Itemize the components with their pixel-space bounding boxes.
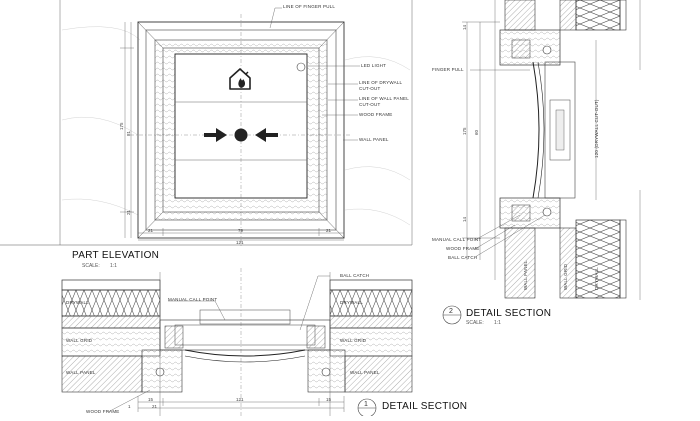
- section-1-title: DETAIL SECTION: [382, 401, 468, 412]
- callout-wood-frame: WOOD FRAME: [359, 112, 393, 117]
- house-fire-icon: [229, 68, 251, 90]
- section-2-scale-label: SCALE:: [466, 320, 484, 326]
- callout-wall-grid-2: WALL GRID: [563, 263, 568, 290]
- dim-21-left: 21: [148, 228, 154, 233]
- callout-wall-panel: WALL PANEL: [359, 137, 389, 142]
- callout-wall-grid-right: WALL GRID: [340, 338, 367, 343]
- dim-60-section2: 60: [474, 129, 479, 135]
- section-1-number: 1: [364, 401, 368, 408]
- callout-finger-pull-line: LINE OF FINGER PULL: [283, 4, 336, 9]
- part-elevation-scale-label: SCALE:: [82, 263, 100, 269]
- section-2-title: DETAIL SECTION: [466, 308, 552, 319]
- led-light-icon: [296, 62, 306, 72]
- callout-manual-call-point-1: MANUAL CALL POINT: [168, 297, 218, 302]
- callout-drywall-2: DRYWALL: [594, 267, 599, 290]
- dim-21-vertical: 21: [126, 209, 131, 215]
- callout-led-light: LED LIGHT: [361, 63, 387, 68]
- dim-121-section1: 121: [236, 397, 244, 402]
- dim-14-bottom: 14: [462, 216, 467, 222]
- callout-wall-panel-left: WALL PANEL: [66, 370, 96, 375]
- callout-ball-catch-2: BALL CATCH: [448, 255, 478, 260]
- dim-21-right: 21: [326, 228, 332, 233]
- part-elevation: [0, 0, 413, 248]
- callout-wall-panel-right: WALL PANEL: [350, 370, 380, 375]
- callout-wall-panel-cutout: LINE OF WALL PANEL CUT-OUT: [359, 96, 409, 107]
- dim-14-top: 14: [462, 24, 467, 30]
- dim-1: 1: [128, 404, 131, 409]
- detail-section-2-drawing: [462, 0, 641, 300]
- callout-drywall-right: DRYWALL: [340, 300, 363, 305]
- callout-wall-panel-2: WALL PANEL: [523, 260, 528, 290]
- detail-section-1-drawing: [61, 268, 413, 416]
- dot-icon: [234, 128, 248, 142]
- part-elevation-scale-value: 1:1: [110, 263, 117, 269]
- section-2-scale-value: 1:1: [494, 320, 501, 326]
- dim-79: 79: [238, 228, 244, 233]
- dim-15-right: 15: [326, 397, 332, 402]
- callout-wood-frame-1: WOOD FRAME: [86, 409, 120, 414]
- callout-drywall-cutout: LINE OF DRYWALL CUT-OUT: [359, 80, 403, 91]
- callout-wood-frame-2: WOOD FRAME: [446, 246, 480, 251]
- dim-15-left: 15: [148, 397, 154, 402]
- callout-wall-grid-left: WALL GRID: [66, 338, 93, 343]
- dim-121: 121: [236, 240, 244, 245]
- callout-ball-catch-1: BALL CATCH: [340, 273, 370, 278]
- elevation-dimensions: [120, 7, 360, 241]
- callout-manual-call-point: MANUAL CALL POINT: [432, 237, 482, 242]
- callout-drywall-cut-out-dim: 120 (DRYWALL CUT-OUT): [594, 99, 599, 158]
- dim-175-section2: 175: [462, 127, 467, 135]
- callout-drywall-left: DRYWALL: [66, 300, 89, 305]
- part-elevation-title: PART ELEVATION: [72, 250, 160, 261]
- dim-21-section1: 21: [152, 404, 158, 409]
- dim-175: 175: [119, 122, 124, 130]
- section-2-number: 2: [449, 308, 453, 315]
- arrow-right-icon: [204, 128, 227, 142]
- dim-81: 81: [126, 130, 131, 136]
- callout-finger-pull: FINGER PULL: [432, 67, 464, 72]
- arrow-left-icon: [255, 128, 278, 142]
